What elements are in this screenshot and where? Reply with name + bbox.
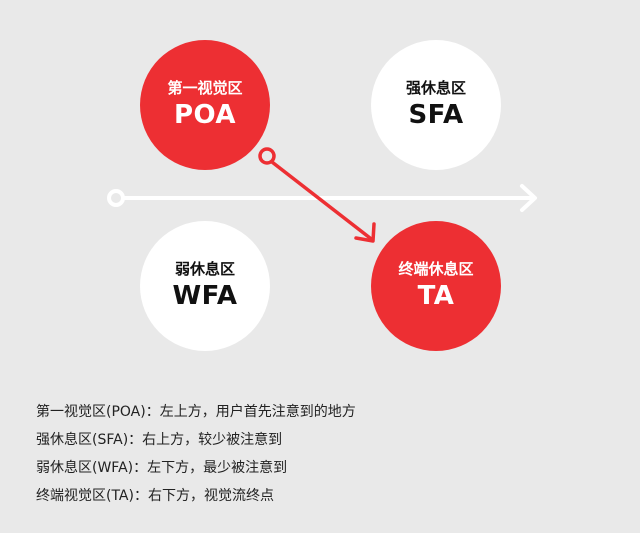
zone-poa-abbr: POA [173,100,237,130]
zone-sfa-circle: 强休息区 SFA [371,40,501,170]
diagonal-flow-line [270,160,372,240]
zone-wfa-circle: 弱休息区 WFA [140,221,270,351]
legend-item-wfa: 弱休息区(WFA)：左下方，最少被注意到 [36,460,288,476]
zone-sfa-abbr: SFA [408,100,464,130]
zone-ta-abbr: TA [417,281,455,311]
legend-item-sfa: 强休息区(SFA)：右上方，较少被注意到 [36,432,283,448]
zone-poa-label: 第一视觉区 [167,79,243,97]
zone-poa-circle: 第一视觉区 POA [140,40,270,170]
legend: 第一视觉区(POA)：左上方，用户首先注意到的地方 强休息区(SFA)：右上方，… [36,403,356,515]
horizontal-axis-start-ring [107,189,125,207]
legend-item-ta: 终端视觉区(TA)：右下方，视觉流终点 [36,488,274,504]
diagram-arrows [107,147,537,243]
legend-item-poa: 第一视觉区(POA)：左上方，用户首先注意到的地方 [36,404,356,420]
gutenberg-diagram: 第一视觉区 POA 强休息区 SFA 弱休息区 WFA 终端休息区 TA [107,40,537,351]
zone-wfa-abbr: WFA [172,281,238,311]
diagonal-flow-start-ring [258,147,276,165]
zone-sfa-label: 强休息区 [405,79,466,97]
horizontal-axis-arrowhead [520,184,537,212]
diagonal-flow-arrowhead [354,222,376,243]
zone-ta-label: 终端休息区 [398,260,474,278]
zone-wfa-label: 弱休息区 [174,260,235,278]
zone-ta-circle: 终端休息区 TA [371,221,501,351]
